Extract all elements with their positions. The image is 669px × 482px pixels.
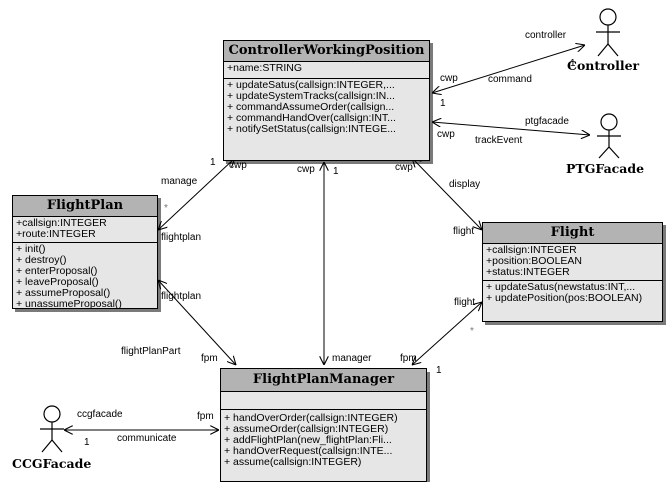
actor-ptgfacade-name[interactable]: PTGFacade (566, 161, 645, 176)
attribute: +position:BOOLEAN (486, 256, 583, 267)
mult-cwp: 1 (440, 98, 446, 109)
attributes-section: +callsign:INTEGER +route:INTEGER (13, 217, 157, 243)
actor-ptgfacade-icon (597, 113, 621, 159)
assoc-label-manage: manage (161, 176, 198, 187)
class-flight[interactable]: Flight +callsign:INTEGER +position:BOOLE… (482, 222, 663, 322)
role-flight: flight (454, 297, 476, 308)
assoc-controller (432, 45, 585, 93)
mult-cwp: 1 (210, 157, 216, 168)
role-cwp: cwp (297, 164, 315, 175)
role-flightplanpart: flightPlanPart (121, 346, 181, 357)
attribute: +callsign:INTEGER (16, 218, 107, 229)
operation: + unassumeProposal() (16, 299, 122, 310)
class-controllerworkingposition[interactable]: ControllerWorkingPosition +name:STRING +… (223, 40, 430, 161)
actor-controller-icon (596, 8, 620, 57)
assoc-ptgfacade (432, 122, 590, 135)
role-cwp: cwp (229, 160, 247, 171)
mult-flight: * (470, 326, 474, 337)
operation: + destroy() (16, 255, 67, 266)
operation: + notifySetStatus(callsign:INTEGE... (227, 124, 396, 135)
operation: + handOverRequest(callsign:INTE... (224, 446, 393, 457)
role-fpm: fpm (197, 411, 214, 422)
assoc-manage (158, 158, 235, 230)
attributes-section: +name:STRING (224, 62, 429, 79)
operation: + assume(callsign:INTEGER) (224, 457, 362, 468)
role-cwp: cwp (440, 73, 458, 84)
assoc-label-trackevent: trackEvent (475, 135, 523, 146)
mult-ccgfacade: 1 (84, 437, 90, 448)
operation: + commandAssumeOrder(callsign... (227, 102, 395, 113)
assoc-label-communicate: communicate (117, 433, 177, 444)
assoc-flight-fpm (412, 302, 482, 365)
role-flight: flight (453, 226, 475, 237)
attribute: +route:INTEGER (16, 229, 96, 240)
operations-section: + init() + destroy() + enterProposal() +… (13, 243, 157, 312)
operation: + updateSatus(callsign:INTEGER,... (227, 80, 395, 91)
operation: + assumeProposal() (16, 288, 111, 299)
assoc-label-command: command (488, 74, 532, 85)
class-title: Flight (483, 223, 662, 244)
role-ptgfacade: ptgfacade (525, 116, 569, 127)
operation: + handOverOrder(callsign:INTEGER) (224, 413, 398, 424)
operation: + updateSystemTracks(callsign:IN... (227, 91, 395, 102)
class-title: FlightPlan (13, 196, 157, 217)
operation: + enterProposal() (16, 266, 98, 277)
mult-flightplan: * (164, 203, 168, 214)
role-controller: controller (525, 30, 567, 41)
actor-ccgfacade-name[interactable]: CCGFacade (12, 456, 92, 471)
assoc-flightplanpart (158, 280, 236, 365)
role-ccgfacade: ccgfacade (77, 409, 123, 420)
attributes-section: +callsign:INTEGER +position:BOOLEAN +sta… (483, 244, 662, 281)
operations-section: + updateSatus(callsign:INTEGER,... + upd… (224, 79, 429, 137)
operation: + updateSatus(newstatus:INT,... (486, 282, 636, 293)
class-flightplanmanager[interactable]: FlightPlanManager + handOverOrder(callsi… (220, 368, 427, 482)
role-fpm: fpm (400, 353, 417, 364)
mult-controller: 1 (570, 58, 576, 69)
operations-section: + updateSatus(newstatus:INT,... + update… (483, 281, 662, 306)
role-flightplan: flightplan (161, 232, 202, 243)
operation: + addFlightPlan(new_flightPlan:Fli... (224, 435, 392, 446)
role-manager: manager (332, 353, 372, 364)
actor-ccgfacade-icon (40, 405, 64, 453)
role-cwp: cwp (395, 162, 413, 173)
actor-controller-name[interactable]: Controller (567, 58, 640, 73)
operation: + commandHandOver(callsign:INT... (227, 113, 396, 124)
assoc-label-display: display (449, 179, 481, 190)
role-fpm: fpm (201, 353, 218, 364)
attribute: +name:STRING (227, 63, 302, 74)
operation: + leaveProposal() (16, 277, 99, 288)
mult-cwp: 1 (333, 166, 339, 177)
operation: + updatePosition(pos:BOOLEAN) (486, 293, 643, 304)
role-cwp: cwp (437, 129, 455, 140)
attributes-section (221, 392, 426, 410)
attribute: +status:INTEGER (486, 267, 570, 278)
mult-fpm: 1 (436, 365, 442, 376)
operation: + assumeOrder(callsign:INTEGER) (224, 424, 389, 435)
operations-section: + handOverOrder(callsign:INTEGER) + assu… (221, 410, 426, 470)
class-title: ControllerWorkingPosition (224, 41, 429, 62)
class-title: FlightPlanManager (221, 369, 426, 392)
class-flightplan[interactable]: FlightPlan +callsign:INTEGER +route:INTE… (12, 195, 158, 312)
assoc-display (412, 158, 482, 230)
attribute: +callsign:INTEGER (486, 245, 577, 256)
operation: + init() (16, 244, 46, 255)
role-flightplan: flightplan (161, 291, 202, 302)
